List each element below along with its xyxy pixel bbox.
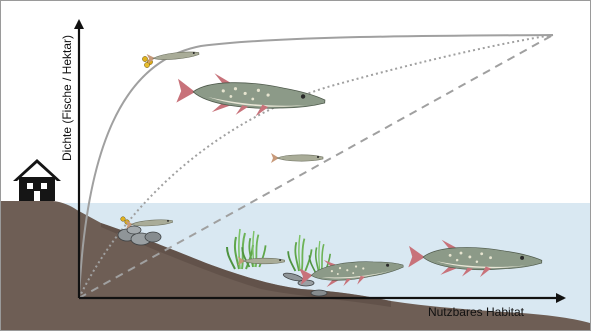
- x-axis-label: Nutzbares Habitat: [428, 305, 525, 319]
- juvenile-fish-icon: [147, 49, 200, 64]
- house-icon: [13, 159, 61, 201]
- y-axis-label: Dichte (Fische / Hektar): [60, 35, 74, 161]
- juvenile-fish-icon: [271, 153, 323, 163]
- pike-fish-icon: [176, 71, 326, 121]
